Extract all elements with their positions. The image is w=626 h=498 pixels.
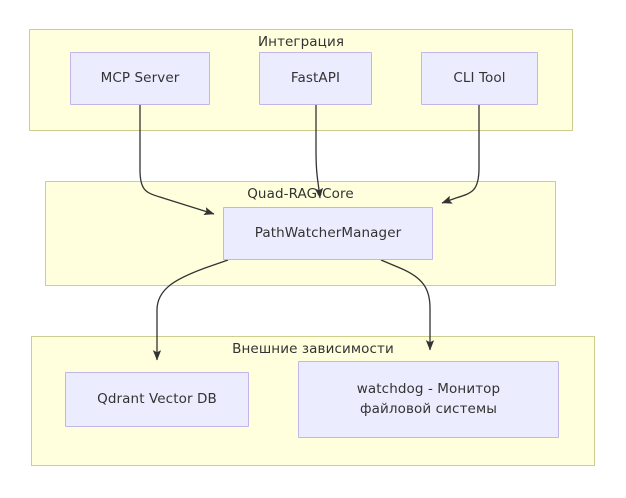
node-mcp-server[interactable]: MCP Server [70, 52, 210, 105]
node-label-watchdog: watchdog - Монитор файловой системы [356, 380, 501, 417]
node-label-pathwatchermanager: PathWatcherManager [254, 224, 402, 241]
node-cli-tool[interactable]: CLI Tool [421, 52, 538, 105]
cluster-title-quad-rag-core: Quad-RAG-Core [247, 186, 354, 202]
node-watchdog[interactable]: watchdog - Монитор файловой системы [298, 361, 559, 438]
node-label-mcp-server: MCP Server [100, 69, 180, 86]
node-label-qdrant-vector-db: Qdrant Vector DB [97, 390, 217, 407]
node-label-fastapi: FastAPI [290, 69, 341, 86]
node-pathwatchermanager[interactable]: PathWatcherManager [223, 207, 433, 260]
node-qdrant-vector-db[interactable]: Qdrant Vector DB [65, 372, 249, 427]
node-fastapi[interactable]: FastAPI [259, 52, 372, 105]
cluster-title-external-dependencies: Внешние зависимости [232, 341, 394, 357]
node-label-cli-tool: CLI Tool [453, 69, 506, 86]
cluster-title-integration: Интеграция [257, 34, 345, 50]
